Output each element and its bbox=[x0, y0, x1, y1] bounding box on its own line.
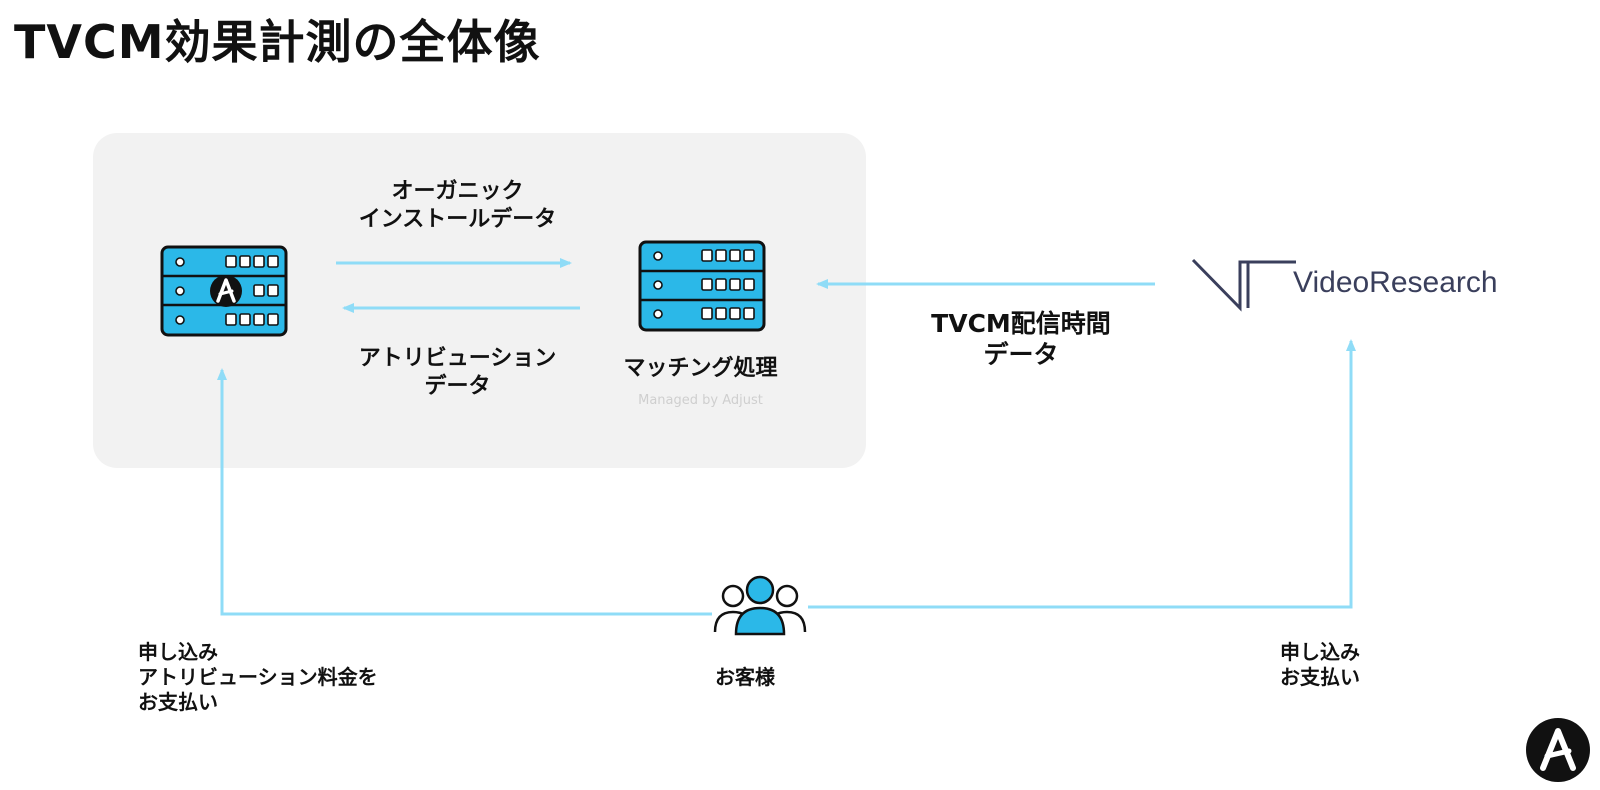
page-title: TVCM効果計測の全体像 bbox=[14, 15, 541, 69]
customer-to-adjust-arrow bbox=[217, 368, 712, 616]
video-research-name: VideoResearch bbox=[1293, 266, 1498, 299]
managed-by-label: Managed by Adjust bbox=[638, 393, 763, 408]
right-line-1: 申し込み bbox=[1280, 640, 1360, 664]
left-line-2: アトリビューション料金を bbox=[138, 665, 378, 689]
adjust-payment-label: 申し込み アトリビューション料金を お支払い bbox=[138, 640, 378, 715]
customer-to-video-research-arrow bbox=[808, 339, 1356, 609]
right-line-2: お支払い bbox=[1280, 665, 1360, 689]
organic-line-2: インストールデータ bbox=[358, 206, 557, 232]
organic-line-1: オーガニック bbox=[391, 179, 524, 204]
matching-label: マッチング処理 bbox=[623, 356, 778, 381]
video-research-payment-label: 申し込み お支払い bbox=[1280, 640, 1360, 690]
left-line-3: お支払い bbox=[138, 690, 218, 714]
tvcm-data-label: TVCM配信時間 データ bbox=[905, 308, 1137, 371]
organic-install-data-label: オーガニック インストールデータ bbox=[330, 178, 585, 233]
left-line-1: 申し込み bbox=[138, 640, 218, 664]
adjust-logo-icon bbox=[1526, 718, 1590, 782]
tvcm-line-1: TVCM配信時間 bbox=[931, 309, 1111, 338]
attribution-line-2: データ bbox=[424, 373, 491, 399]
tvcm-line-2: データ bbox=[983, 340, 1059, 370]
customer-label: お客様 bbox=[715, 665, 775, 689]
server-with-adjust-logo-icon bbox=[160, 245, 288, 337]
people-group-icon bbox=[713, 575, 807, 636]
server-icon bbox=[638, 240, 766, 332]
attribution-line-1: アトリビューション bbox=[358, 346, 557, 371]
video-research-logo-icon bbox=[1191, 258, 1296, 312]
attribution-data-label: アトリビューション データ bbox=[330, 345, 585, 400]
